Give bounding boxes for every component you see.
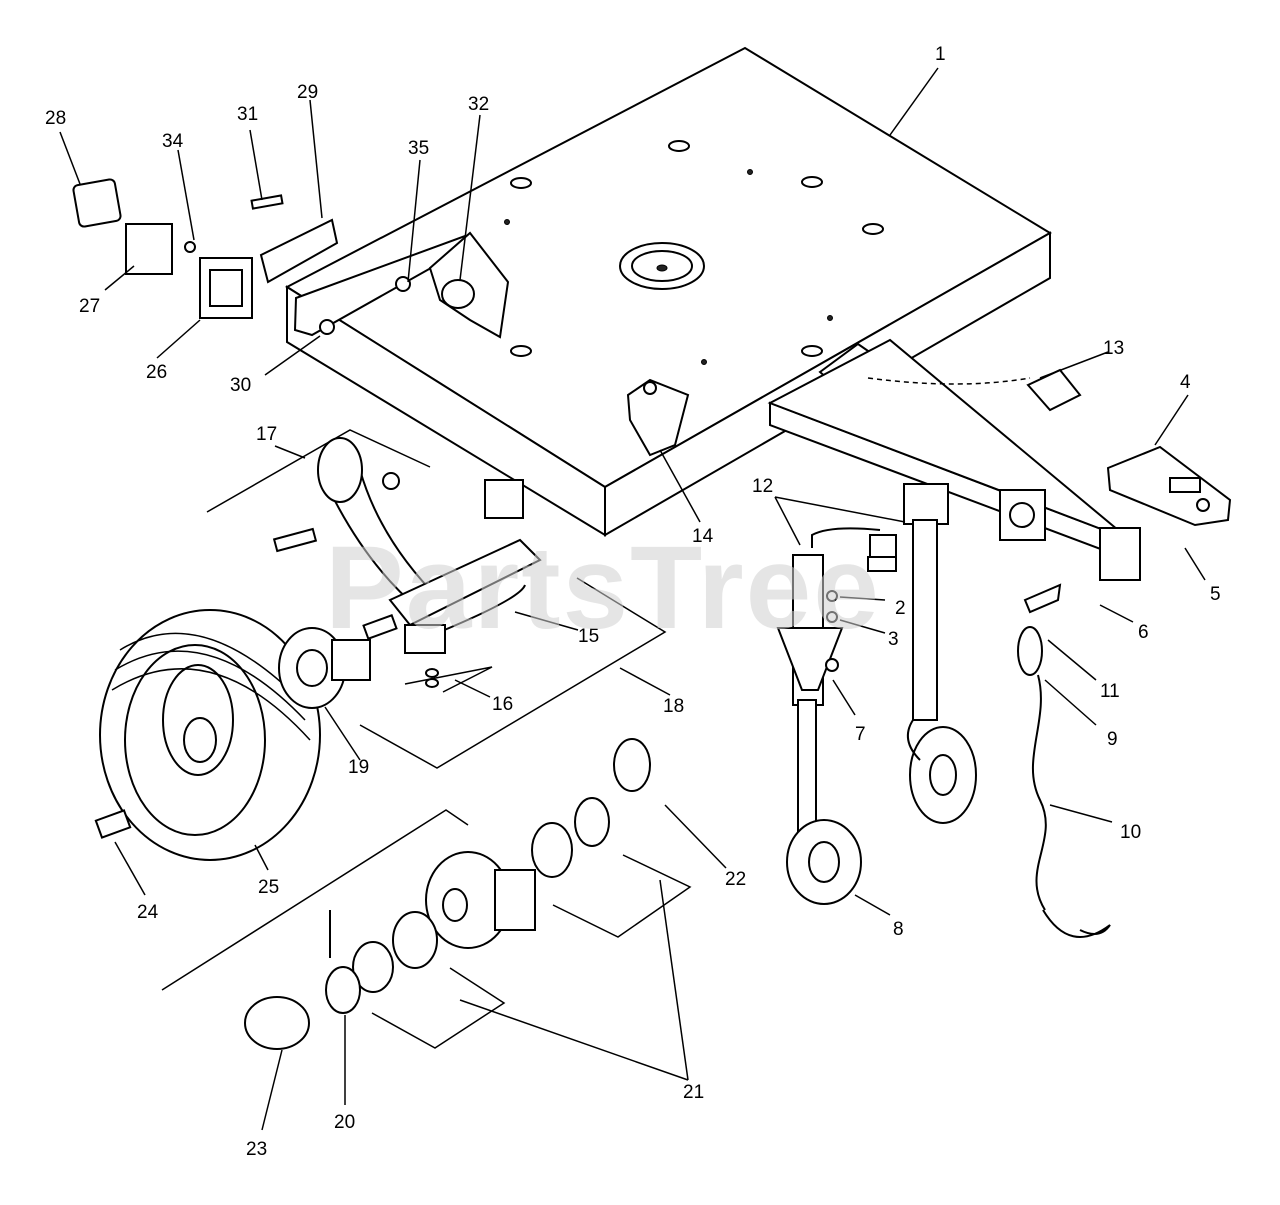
leader-lines [59, 67, 1206, 1131]
deck-holes [504, 140, 884, 365]
hitch-coupler [1106, 445, 1232, 527]
callout-21: 21 [683, 1082, 704, 1103]
frame-lines [161, 429, 692, 1049]
callout-32: 32 [468, 94, 489, 115]
hub-assembly [94, 614, 651, 1050]
callout-23: 23 [246, 1139, 267, 1160]
callout-20: 20 [334, 1112, 355, 1133]
callout-35: 35 [408, 138, 429, 159]
callout-3: 3 [888, 629, 899, 650]
axle-assembly [272, 437, 542, 688]
callout-12: 12 [752, 476, 773, 497]
reflector-assembly [72, 178, 339, 319]
callout-6: 6 [1138, 622, 1149, 643]
callout-28: 28 [45, 108, 66, 129]
callout-10: 10 [1120, 822, 1141, 843]
callout-7: 7 [855, 724, 866, 745]
callout-11: 11 [1100, 681, 1120, 702]
watermark-text: PartsTree [325, 522, 881, 654]
callout-2: 2 [895, 598, 906, 619]
callout-5: 5 [1210, 584, 1221, 605]
callout-4: 4 [1180, 372, 1191, 393]
callout-17: 17 [256, 424, 277, 445]
wheel-tire [99, 609, 321, 861]
safety-chain [1017, 583, 1111, 938]
callout-22: 22 [725, 869, 746, 890]
callout-30: 30 [230, 375, 251, 396]
callout-9: 9 [1107, 729, 1118, 750]
callout-29: 29 [297, 82, 318, 103]
callout-18: 18 [663, 696, 684, 717]
callouts: 1 2 3 4 5 6 7 8 9 10 11 12 13 14 15 16 1… [45, 44, 1221, 1160]
callout-14: 14 [692, 526, 714, 547]
jack-stands [776, 483, 977, 905]
callout-15: 15 [578, 626, 599, 647]
callout-24: 24 [137, 902, 159, 923]
callout-13: 13 [1103, 338, 1124, 359]
callout-31: 31 [237, 104, 258, 125]
callout-34: 34 [162, 131, 184, 152]
callout-26: 26 [146, 362, 167, 383]
callout-27: 27 [79, 296, 100, 317]
callout-1: 1 [935, 44, 946, 65]
callout-25: 25 [258, 877, 279, 898]
callout-19: 19 [348, 757, 369, 778]
callout-16: 16 [492, 694, 513, 715]
deck-platform [284, 46, 1141, 581]
callout-8: 8 [893, 919, 904, 940]
